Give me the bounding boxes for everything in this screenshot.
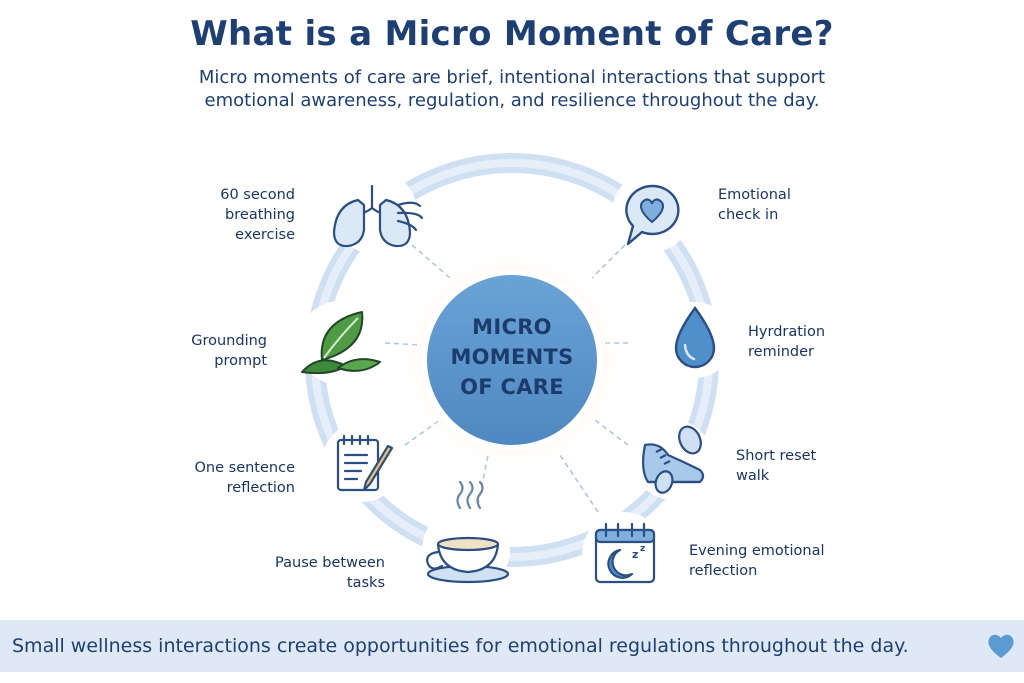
label-line: 60 second — [220, 187, 295, 203]
label-pause: Pause between tasks — [230, 553, 385, 593]
sneaker-icon — [641, 425, 705, 494]
label-walk: Short reset walk — [736, 446, 876, 486]
label-line: One sentence — [194, 460, 296, 476]
moon-calendar-icon: z z — [594, 522, 656, 584]
page-title: What is a Micro Moment of Care? — [190, 14, 834, 54]
label-line: Grounding — [191, 333, 267, 349]
label-line: tasks — [346, 575, 385, 591]
center-label-line1: MICRO — [472, 315, 552, 339]
label-line: prompt — [214, 353, 267, 369]
svg-text:z: z — [632, 548, 638, 561]
label-line: check in — [718, 207, 779, 223]
notepad-pencil-icon — [336, 434, 394, 492]
label-hydration: Hyrdration reminder — [748, 322, 888, 362]
label-line: Short reset — [736, 448, 817, 464]
label-line: Emotional — [718, 187, 791, 203]
label-line: Pause between — [275, 555, 385, 571]
page-subtitle: Micro moments of care are brief, intenti… — [198, 67, 826, 111]
label-line: Hyrdration — [748, 324, 826, 340]
label-evening: Evening emotional reflection — [689, 541, 859, 581]
label-grounding: Grounding prompt — [150, 331, 267, 371]
label-line: reflection — [689, 563, 758, 579]
lungs-icon — [332, 184, 424, 248]
footer-text: Small wellness interactions create oppor… — [12, 635, 909, 657]
label-line: reminder — [748, 344, 814, 360]
footer-bar — [0, 620, 1024, 672]
svg-text:z: z — [640, 544, 645, 554]
label-line: reflection — [226, 480, 295, 496]
label-line: walk — [736, 468, 770, 484]
center-label-line3: OF CARE — [460, 375, 564, 399]
center-circle — [421, 269, 603, 451]
center-label: MICRO MOMENTS OF CARE — [432, 312, 592, 402]
center-label-line2: MOMENTS — [450, 345, 574, 369]
heart-icon — [988, 634, 1014, 658]
label-breathing: 60 second breathing exercise — [160, 185, 295, 245]
label-line: Evening emotional — [689, 543, 825, 559]
label-reflection: One sentence reflection — [140, 458, 296, 498]
label-check-in: Emotional check in — [718, 185, 878, 225]
heart-speech-bubble-icon — [625, 184, 680, 246]
tea-cup-icon — [426, 480, 510, 584]
water-drop-icon — [674, 305, 716, 369]
label-line: breathing — [225, 207, 295, 223]
leaf-icon — [301, 311, 381, 375]
label-line: exercise — [235, 227, 295, 243]
